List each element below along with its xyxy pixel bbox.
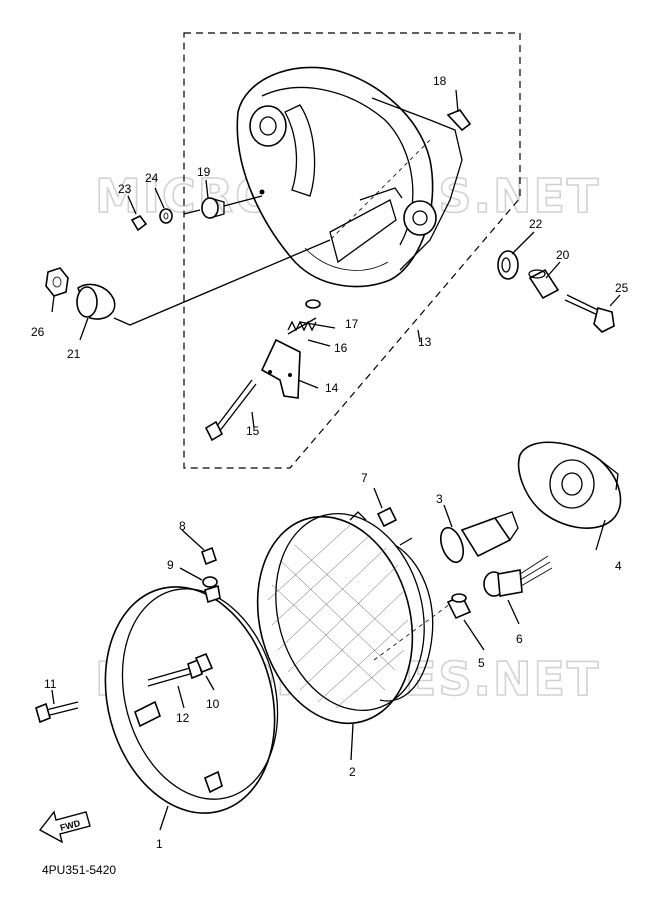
callout-12: 12 — [176, 711, 190, 725]
part-5-position-bulb — [446, 593, 472, 620]
callout-16: 16 — [334, 341, 348, 355]
callout-26: 26 — [31, 325, 45, 339]
part-18-clip — [446, 109, 472, 132]
callout-15: 15 — [246, 424, 260, 438]
part-6-socket — [483, 555, 553, 597]
callout-18: 18 — [433, 74, 447, 88]
part-1-rim — [104, 584, 279, 814]
callout-2: 2 — [349, 765, 356, 779]
callout-14: 14 — [325, 381, 339, 395]
callout-23: 23 — [118, 182, 132, 196]
diagram-code: 4PU351-5420 — [42, 863, 117, 877]
part-15-screw — [204, 379, 257, 442]
part-24-washer — [159, 208, 173, 224]
part-9-washer — [202, 576, 218, 588]
part-19-bushing — [201, 197, 225, 219]
callout-13: 13 — [418, 335, 432, 349]
part-3-bulb — [439, 511, 519, 564]
part-10-spring — [194, 652, 214, 674]
callout-17: 17 — [345, 317, 359, 331]
leader-21-housing — [113, 239, 331, 326]
forward-arrow-icon: FWD — [38, 810, 91, 844]
callout-3: 3 — [436, 492, 443, 506]
part-21-spacer — [76, 283, 116, 320]
part-25-bolt — [564, 294, 615, 333]
callout-9: 9 — [167, 558, 174, 572]
part-23-screw — [130, 214, 148, 232]
callout-8: 8 — [179, 519, 186, 533]
leader-lines — [51, 89, 621, 831]
part-4-socket-cover — [517, 441, 622, 529]
callout-1: 1 — [156, 837, 163, 851]
callout-11: 11 — [44, 677, 57, 691]
callout-25: 25 — [615, 281, 629, 295]
part-17-ring — [305, 299, 321, 309]
part-22-grommet — [497, 250, 519, 280]
callout-21: 21 — [67, 347, 81, 361]
callout-22: 22 — [529, 217, 543, 231]
callout-4: 4 — [615, 559, 622, 573]
part-16-spring — [287, 317, 317, 335]
part-2-headlight-unit — [256, 511, 434, 725]
part-7-clip — [376, 506, 398, 528]
callout-7: 7 — [361, 471, 368, 485]
callout-10: 10 — [206, 697, 220, 711]
housing-assembly-outline — [183, 32, 521, 469]
part-11-screw — [35, 701, 79, 724]
callout-19: 19 — [197, 165, 211, 179]
callout-20: 20 — [556, 248, 570, 262]
callout-5: 5 — [478, 656, 485, 670]
callout-24: 24 — [145, 171, 159, 185]
part-20-collar — [528, 268, 560, 300]
callout-labels: 1 2 3 4 5 6 7 8 9 10 11 12 13 14 15 16 1… — [31, 74, 629, 851]
headlight-housing — [236, 66, 463, 288]
part-26-nut — [45, 267, 69, 297]
part-14-bracket — [260, 338, 301, 399]
callout-6: 6 — [516, 632, 523, 646]
part-8-screw — [201, 546, 217, 566]
